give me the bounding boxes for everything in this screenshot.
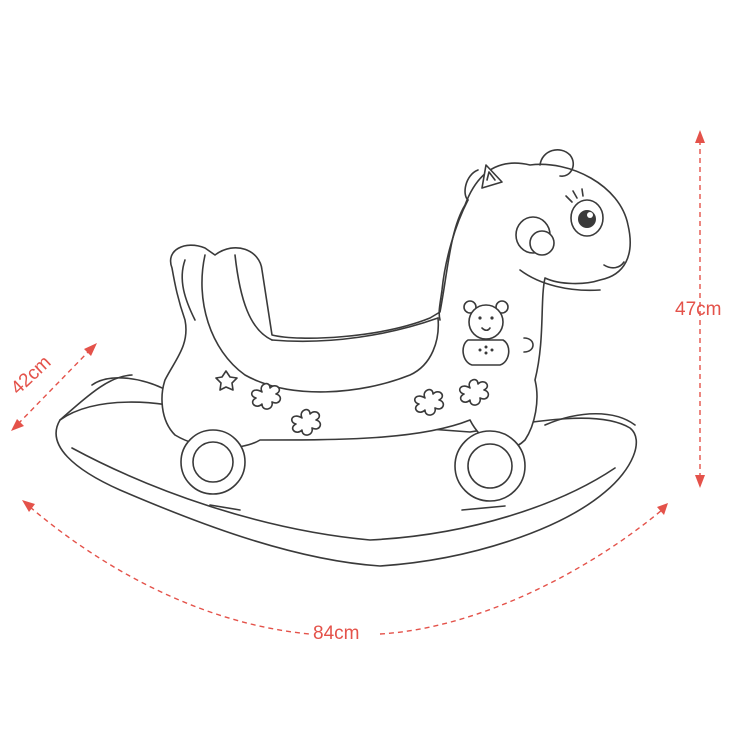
width-label: 84cm (310, 624, 363, 643)
width-dimension-line (22, 500, 668, 635)
height-label: 47cm (675, 299, 722, 320)
depth-dimension-line (11, 343, 97, 431)
flower-icon (250, 378, 490, 436)
star-icon (215, 370, 238, 391)
horse-body (161, 149, 631, 450)
height-dimension-line (695, 130, 705, 488)
wheel-icon (180, 429, 526, 502)
eye-icon (565, 188, 604, 237)
bear-icon (462, 300, 510, 366)
side-button-icon (523, 337, 534, 353)
handle-icon (515, 216, 555, 256)
